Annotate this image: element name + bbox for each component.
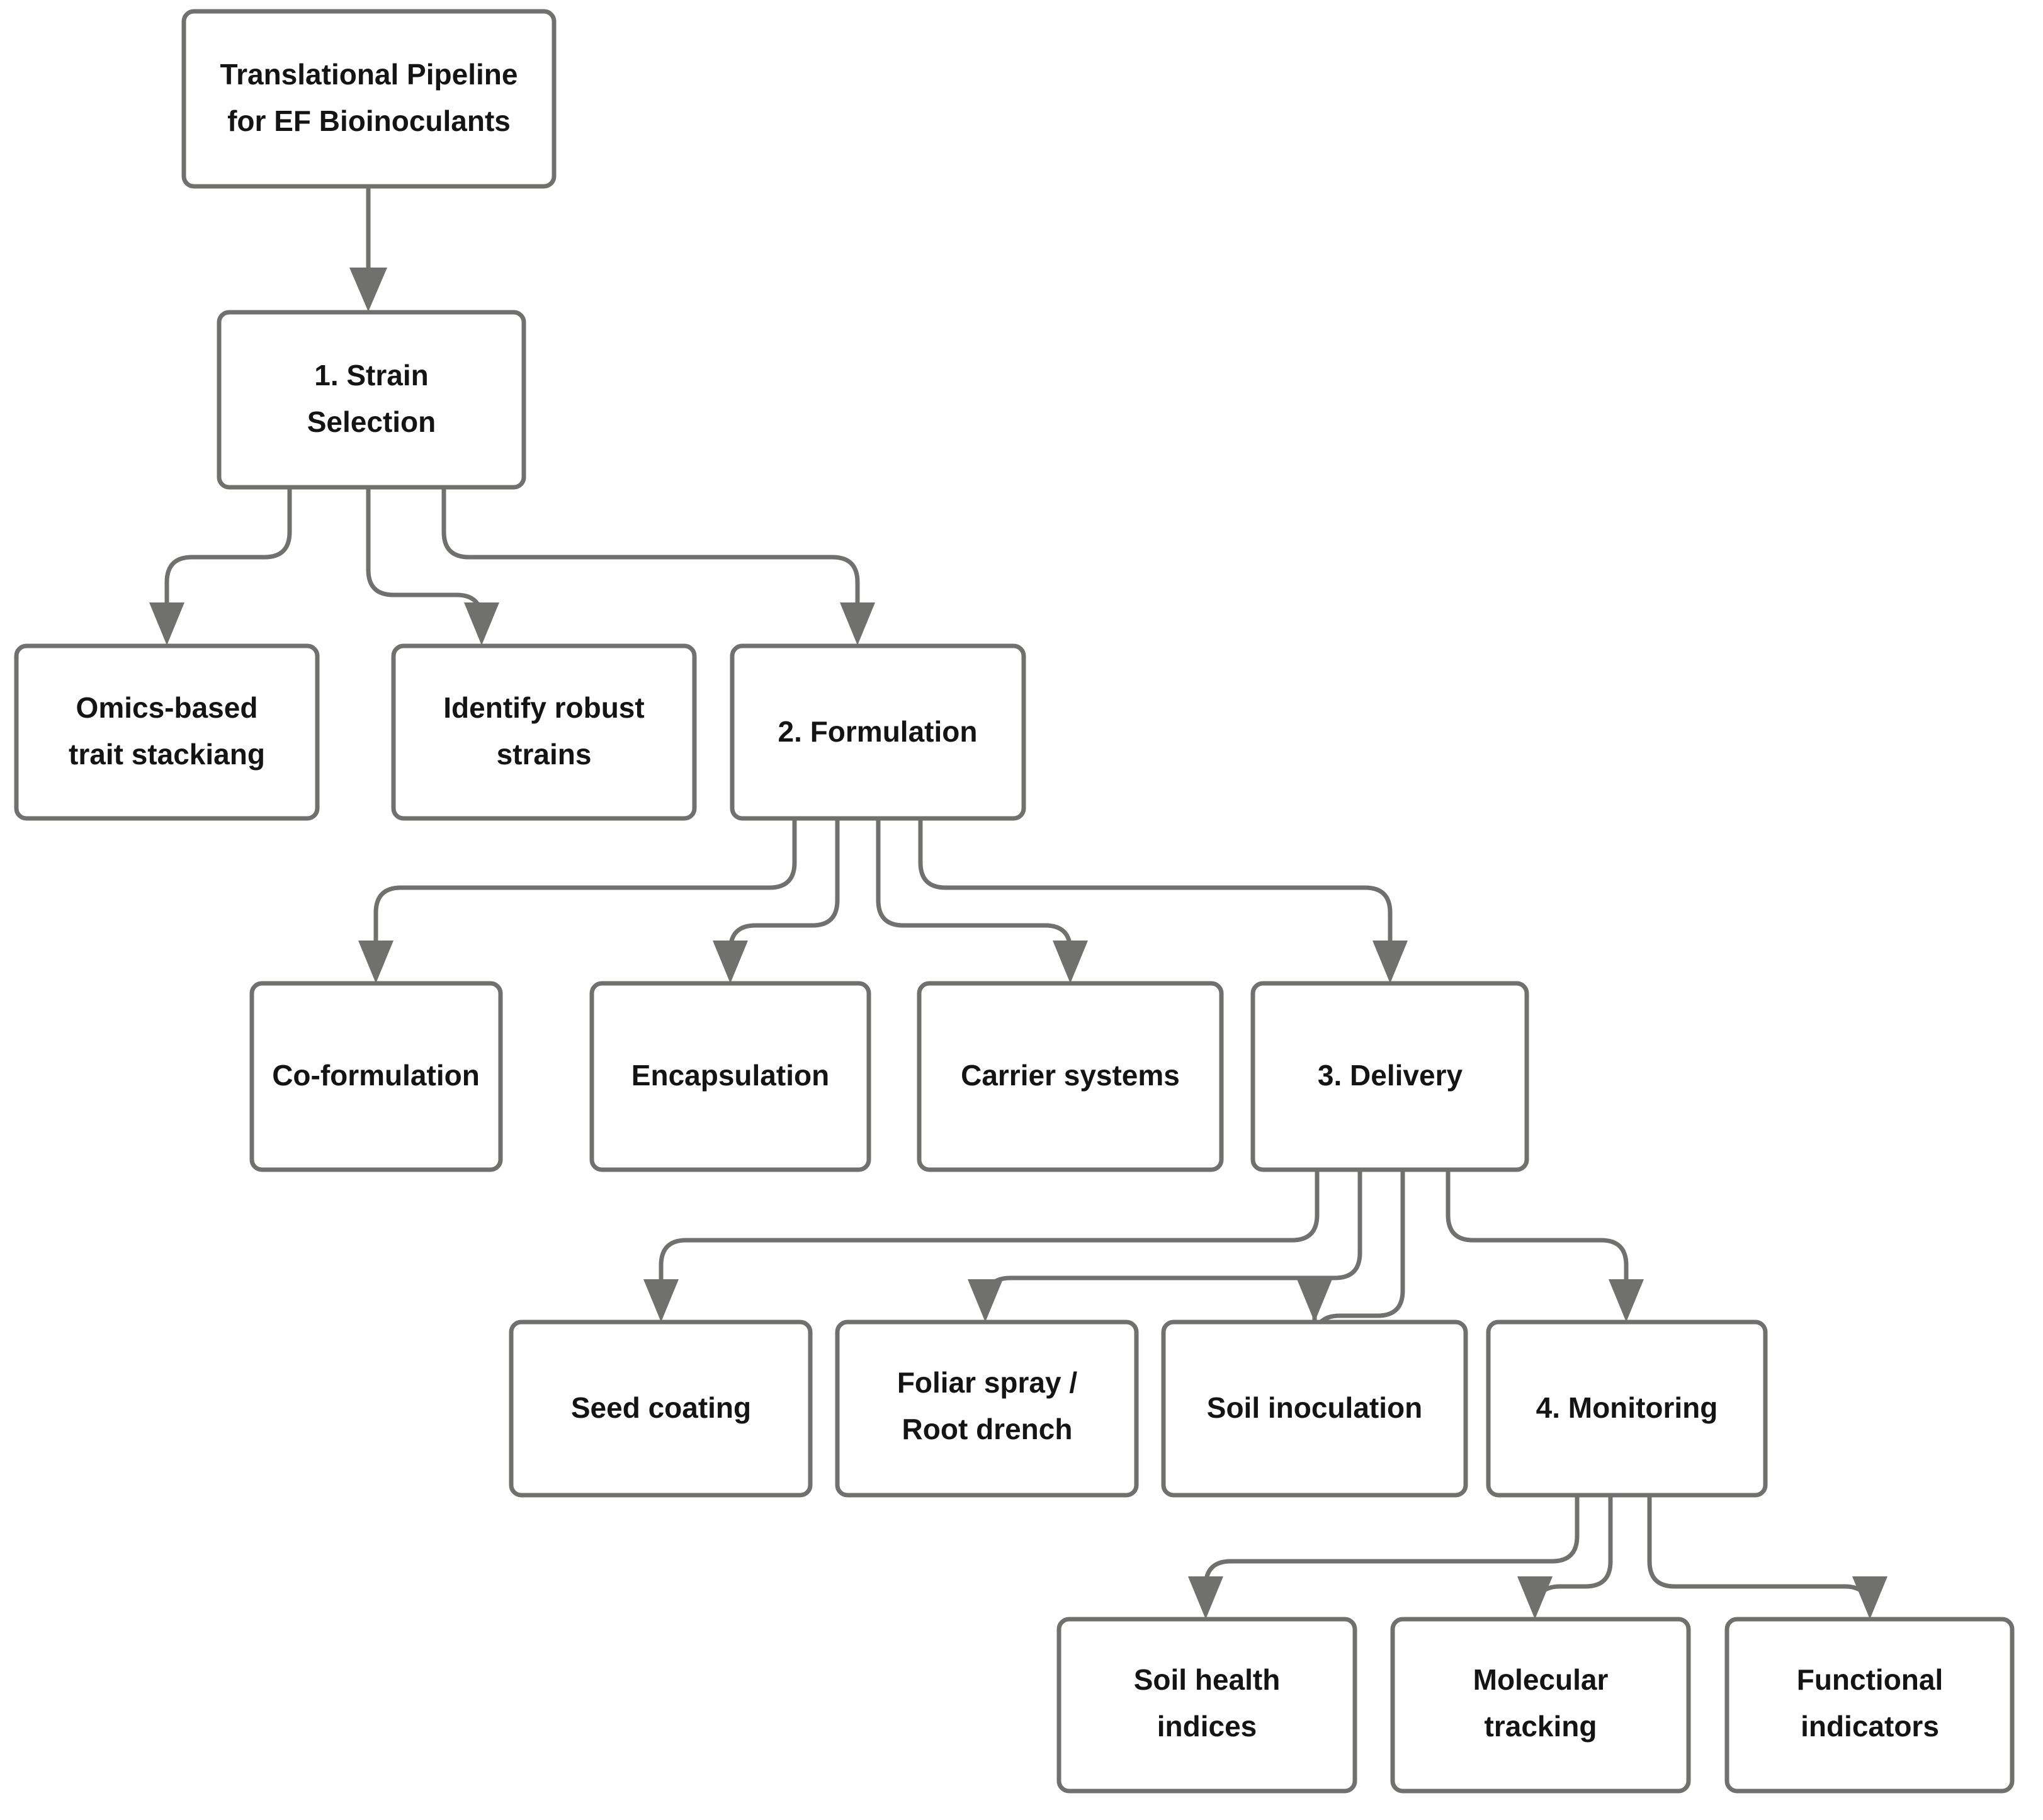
node-functional-indicators[interactable]: Functional indicators	[1724, 1617, 2015, 1794]
node-seed-coating-box[interactable]	[509, 1320, 813, 1498]
node-omics-trait-stacking-label-line1: Omics-based	[76, 691, 258, 724]
node-foliar-spray-root-drench-label-line1: Foliar spray /	[897, 1366, 1078, 1399]
node-co-formulation[interactable]: Co-formulation	[249, 981, 503, 1172]
node-strain-selection[interactable]: 1. Strain Selection	[217, 310, 526, 490]
edge-delivery-to-soilinoc	[1297, 1170, 1405, 1343]
node-co-formulation-box[interactable]	[249, 981, 503, 1172]
node-carrier-systems-label: Carrier systems	[961, 1059, 1180, 1092]
node-co-formulation-label: Co-formulation	[272, 1059, 480, 1092]
node-root[interactable]: Translational Pipeline for EF Bioinocula…	[181, 9, 557, 189]
node-root-label-line2: for EF Bioinoculants	[227, 105, 511, 137]
node-omics-trait-stacking-label-line2: trait stackiang	[69, 738, 265, 771]
node-omics-trait-stacking-box[interactable]	[14, 643, 320, 821]
node-functional-indicators-box[interactable]	[1724, 1617, 2015, 1794]
node-delivery-label: 3. Delivery	[1318, 1059, 1463, 1092]
node-soil-inoculation-box[interactable]	[1161, 1320, 1468, 1498]
node-soil-inoculation[interactable]: Soil inoculation	[1161, 1320, 1468, 1498]
edge-monitoring-to-soilhealth	[1188, 1495, 1580, 1619]
node-formulation-label: 2. Formulation	[778, 715, 978, 748]
node-formulation[interactable]: 2. Formulation	[730, 643, 1026, 821]
edge-strain-to-robust	[366, 488, 499, 645]
node-seed-coating-label: Seed coating	[571, 1391, 751, 1424]
edge-strain-to-formulation	[441, 488, 875, 645]
edge-formulation-to-coform	[358, 818, 797, 983]
node-molecular-tracking-label-line2: tracking	[1485, 1710, 1597, 1743]
edge-monitoring-to-functional	[1647, 1495, 1887, 1619]
node-monitoring-box[interactable]	[1486, 1320, 1768, 1498]
node-functional-indicators-label-line1: Functional	[1797, 1663, 1944, 1696]
node-molecular-tracking-box[interactable]	[1390, 1617, 1691, 1794]
edge-layer	[149, 186, 1887, 1619]
edge-delivery-to-monitoring	[1446, 1170, 1644, 1322]
node-encapsulation[interactable]: Encapsulation	[589, 981, 871, 1172]
node-soil-health-indices-label-line2: indices	[1157, 1710, 1257, 1743]
node-molecular-tracking[interactable]: Molecular tracking	[1390, 1617, 1691, 1794]
edge-delivery-to-foliar	[968, 1170, 1362, 1322]
node-monitoring-label: 4. Monitoring	[1536, 1391, 1718, 1424]
edge-monitoring-to-molecular	[1517, 1495, 1613, 1619]
edge-strain-to-omics	[149, 488, 292, 645]
node-soil-inoculation-label: Soil inoculation	[1207, 1391, 1422, 1424]
node-delivery[interactable]: 3. Delivery	[1250, 981, 1529, 1172]
node-foliar-spray-root-drench[interactable]: Foliar spray / Root drench	[835, 1320, 1139, 1498]
node-encapsulation-box[interactable]	[589, 981, 871, 1172]
node-identify-robust-strains-box[interactable]	[391, 643, 697, 821]
node-carrier-systems[interactable]: Carrier systems	[917, 981, 1224, 1172]
node-soil-health-indices-label-line1: Soil health	[1134, 1663, 1281, 1696]
node-foliar-spray-root-drench-label-line2: Root drench	[902, 1413, 1073, 1445]
node-functional-indicators-label-line2: indicators	[1801, 1710, 1939, 1743]
node-identify-robust-strains-label-line1: Identify robust	[443, 691, 644, 724]
node-delivery-box[interactable]	[1250, 981, 1529, 1172]
node-carrier-systems-box[interactable]	[917, 981, 1224, 1172]
node-strain-selection-box[interactable]	[217, 310, 526, 490]
node-omics-trait-stacking[interactable]: Omics-based trait stackiang	[14, 643, 320, 821]
node-molecular-tracking-label-line1: Molecular	[1473, 1663, 1609, 1696]
node-root-box[interactable]	[181, 9, 557, 189]
edge-formulation-to-delivery	[918, 818, 1408, 983]
node-strain-selection-label-line2: Selection	[307, 405, 436, 438]
edge-delivery-to-seed	[643, 1170, 1320, 1322]
node-layer: Translational Pipeline for EF Bioinocula…	[14, 9, 2015, 1794]
node-foliar-spray-root-drench-box[interactable]	[835, 1320, 1139, 1498]
node-strain-selection-label-line1: 1. Strain	[314, 359, 429, 392]
node-monitoring[interactable]: 4. Monitoring	[1486, 1320, 1768, 1498]
node-seed-coating[interactable]: Seed coating	[509, 1320, 813, 1498]
edge-formulation-to-carrier	[876, 818, 1088, 983]
node-identify-robust-strains[interactable]: Identify robust strains	[391, 643, 697, 821]
node-identify-robust-strains-label-line2: strains	[497, 738, 592, 771]
node-soil-health-indices[interactable]: Soil health indices	[1056, 1617, 1357, 1794]
edge-formulation-to-encaps	[713, 818, 840, 983]
edge-root-to-strain	[349, 186, 387, 312]
node-root-label-line1: Translational Pipeline	[220, 58, 518, 91]
node-formulation-box[interactable]	[730, 643, 1026, 821]
node-encapsulation-label: Encapsulation	[631, 1059, 829, 1092]
node-soil-health-indices-box[interactable]	[1056, 1617, 1357, 1794]
